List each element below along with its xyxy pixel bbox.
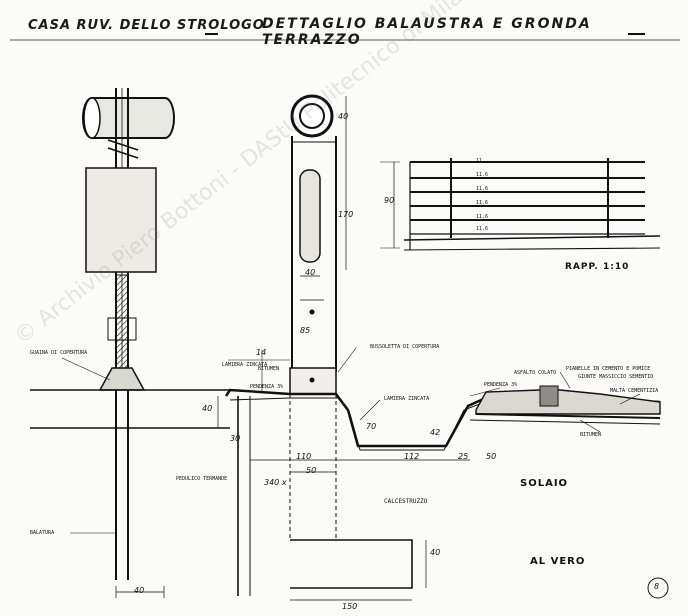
- label-malta: MALTA CEMENTIZIA: [610, 388, 659, 394]
- center-section: [217, 94, 661, 601]
- drawing-title: DETTAGLIO BALAUSTRA E GRONDA TERRAZZO: [262, 16, 592, 48]
- label-pedulico: PEDULICO TERMANDE: [176, 476, 228, 482]
- label-guaina: GUAINA DI COPERTURA: [30, 350, 88, 356]
- railing-elevation: [380, 158, 661, 251]
- dim-110: 110: [296, 452, 312, 461]
- dim-112: 112: [404, 452, 420, 461]
- label-lamiera-zincata-1: LAMIERA ZINCATA: [222, 362, 268, 368]
- dim-40-side: 40: [202, 404, 213, 413]
- label-lamiera-zincata-2: LAMIERA ZINCATA: [384, 396, 430, 402]
- rail-dim-5: 11.6: [476, 214, 489, 220]
- dim-50-b: 50: [486, 452, 497, 461]
- label-bussola: BUSSOLETTA DI COPERTURA: [370, 344, 440, 350]
- label-pianelle-sub: GIUNTE MASSICCIO SEMENTIO: [578, 374, 654, 380]
- rail-dim-1: 11: [476, 158, 483, 164]
- label-scale: RAPP. 1:10: [565, 262, 630, 272]
- dim-70: 70: [366, 422, 377, 431]
- dim-42: 42: [430, 428, 441, 437]
- dim-150: 150: [342, 602, 358, 611]
- label-bitumen-1: BITUMEN: [258, 366, 280, 372]
- rail-dim-6: 11.6: [476, 226, 489, 232]
- sheet-number: 8: [654, 582, 660, 591]
- dim-30: 30: [230, 434, 241, 443]
- rail-dim-2: 11.6: [476, 172, 489, 178]
- project-title: CASA RUV. DELLO STROLOGO: [28, 18, 265, 33]
- label-calcestruzzo: CALCESTRUZZO: [384, 498, 428, 505]
- dim-50-a: 50: [306, 466, 317, 475]
- dim-85: 85: [300, 326, 311, 335]
- dim-40-left: 40: [134, 586, 145, 595]
- label-pendenza-1: PENDENZA 3%: [250, 384, 284, 390]
- label-balatura: BALATURA: [30, 530, 55, 536]
- label-bitumen-2: BITUMEN: [580, 432, 602, 438]
- dim-90: 90: [384, 196, 395, 205]
- left-post-detail: [30, 88, 230, 598]
- label-pendenza-2: PENDENZA 3%: [484, 382, 518, 388]
- dim-40-bottom: 40: [430, 548, 441, 557]
- label-asfalto: ASFALTO COLATO: [514, 370, 557, 376]
- dim-170: 170: [338, 210, 354, 219]
- label-pianelle: PIANELLE IN CEMENTO E POMICE: [566, 366, 651, 372]
- dim-14: 14: [256, 348, 267, 357]
- dim-40-top: 40: [338, 112, 349, 121]
- rail-dim-4: 11.6: [476, 200, 489, 206]
- right-floor-section: [469, 371, 661, 433]
- dim-25: 25: [458, 452, 469, 461]
- label-al-vero: AL VERO: [530, 556, 586, 567]
- rail-dim-3: 11.6: [476, 186, 489, 192]
- dim-340: 340 x: [264, 478, 287, 487]
- dim-40-small: 40: [305, 268, 316, 277]
- label-solaio: SOLAIO: [520, 478, 569, 489]
